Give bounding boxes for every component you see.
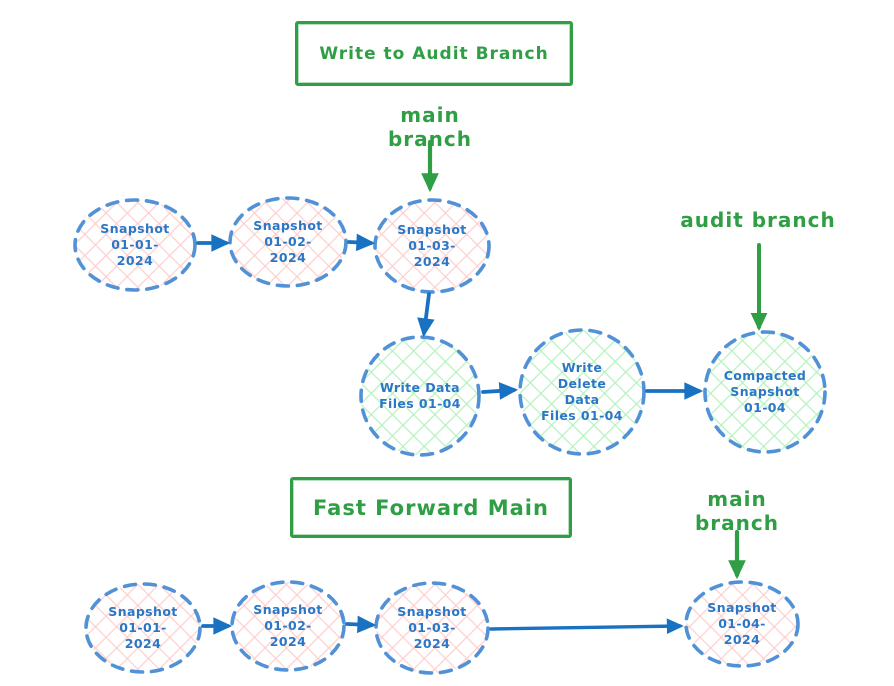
arrow-snap2-to-snap3-top bbox=[347, 233, 376, 252]
title-box-fast-forward-main: Fast Forward Main bbox=[290, 477, 572, 538]
arrow-snap3-to-write-data bbox=[417, 292, 435, 338]
write-data-files-node bbox=[359, 335, 481, 457]
label-audit-branch: audit branch bbox=[680, 208, 836, 232]
snapshot-node-01-02-top bbox=[228, 196, 348, 288]
snapshot-node-01-03-top bbox=[373, 198, 491, 294]
snapshot-node-01-03-bottom bbox=[374, 581, 490, 675]
compacted-snapshot-node bbox=[703, 330, 827, 454]
label-main-branch-top: main branch bbox=[387, 103, 472, 151]
title-write-to-audit-branch: Write to Audit Branch bbox=[319, 43, 549, 64]
snapshot-node-01-01-top bbox=[73, 198, 197, 292]
arrow-write-data-to-write-delete bbox=[481, 382, 519, 400]
title-fast-forward-main: Fast Forward Main bbox=[313, 495, 549, 520]
snapshot-node-01-01-bottom bbox=[84, 582, 202, 674]
title-box-write-to-audit-branch: Write to Audit Branch bbox=[295, 21, 573, 86]
label-main-branch-bottom: main branch bbox=[694, 487, 779, 535]
arrow-snap2-to-snap3-bottom bbox=[345, 615, 377, 634]
write-delete-data-files-node bbox=[518, 328, 646, 456]
snapshot-node-01-04-bottom bbox=[684, 580, 800, 668]
arrow-snap3-to-snap4-fast-forward bbox=[489, 618, 684, 635]
snapshot-node-01-02-bottom bbox=[230, 580, 346, 672]
